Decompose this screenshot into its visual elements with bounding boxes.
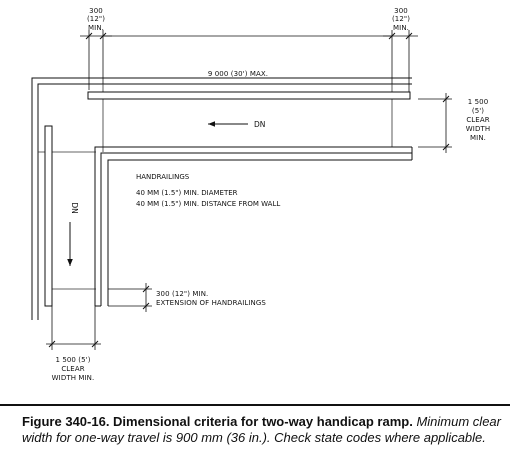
ramp-edges bbox=[38, 84, 393, 290]
ramp-plan-drawing: 300 (12") MIN. 300 (12") MIN. 9 000 (30'… bbox=[31, 7, 490, 382]
handrailings-line2: 40 MM (1.5") MIN. DISTANCE FROM WALL bbox=[136, 200, 280, 208]
left-handrail bbox=[44, 125, 53, 307]
figure-description: Minimum clear width for one-way travel i… bbox=[22, 414, 501, 445]
dim-bottom-line3: WIDTH MIN. bbox=[52, 374, 95, 382]
dim-top-left-line3: MIN. bbox=[88, 24, 104, 32]
dim-right-line1: 1 500 bbox=[468, 98, 489, 106]
dn-arrow-top: DN bbox=[208, 120, 265, 129]
dn-arrow-left: DN bbox=[67, 202, 79, 266]
dim-right-line5: MIN. bbox=[470, 134, 486, 142]
dim-bottom-line1: 1 500 (5') bbox=[55, 356, 90, 364]
dim-right-line4: WIDTH bbox=[466, 125, 490, 133]
dim-extension: 300 (12") MIN. EXTENSION OF HANDRAILINGS bbox=[108, 283, 266, 312]
figure-title: Figure 340-16. Dimensional criteria for … bbox=[22, 414, 413, 429]
dim-top-right-line3: MIN. bbox=[393, 24, 409, 32]
dim-right-line3: CLEAR bbox=[466, 116, 489, 124]
dn-label-left: DN bbox=[70, 202, 79, 213]
inner-rail bbox=[94, 146, 413, 307]
dim-top-right: 300 (12") MIN. bbox=[383, 7, 418, 92]
handrailings-notes: HANDRAILINGS 40 MM (1.5") MIN. DIAMETER … bbox=[136, 173, 280, 208]
dn-label-top: DN bbox=[254, 120, 265, 129]
dim-top-right-line2: (12") bbox=[392, 15, 410, 23]
dim-clear-width-right: 1 500 (5') CLEAR WIDTH MIN. bbox=[418, 93, 490, 153]
dim-max-length-label: 9 000 (30') MAX. bbox=[208, 70, 268, 78]
handrailings-title: HANDRAILINGS bbox=[136, 173, 190, 181]
dim-top-right-line1: 300 bbox=[394, 7, 408, 15]
ramp-outer-wall bbox=[31, 77, 412, 320]
dim-max-length: 9 000 (30') MAX. bbox=[103, 35, 392, 78]
dim-extension-line2: EXTENSION OF HANDRAILINGS bbox=[156, 299, 266, 307]
figure-caption: Figure 340-16. Dimensional criteria for … bbox=[0, 404, 510, 452]
dim-top-left-line1: 300 bbox=[89, 7, 103, 15]
dim-clear-width-bottom: 1 500 (5') CLEAR WIDTH MIN. bbox=[46, 306, 101, 382]
top-handrail bbox=[87, 91, 411, 100]
dim-bottom-line2: CLEAR bbox=[61, 365, 84, 373]
dim-extension-line1: 300 (12") MIN. bbox=[156, 290, 208, 298]
dim-top-left-line2: (12") bbox=[87, 15, 105, 23]
handrailings-line1: 40 MM (1.5") MIN. DIAMETER bbox=[136, 189, 238, 197]
dim-right-line2: (5') bbox=[472, 107, 484, 115]
